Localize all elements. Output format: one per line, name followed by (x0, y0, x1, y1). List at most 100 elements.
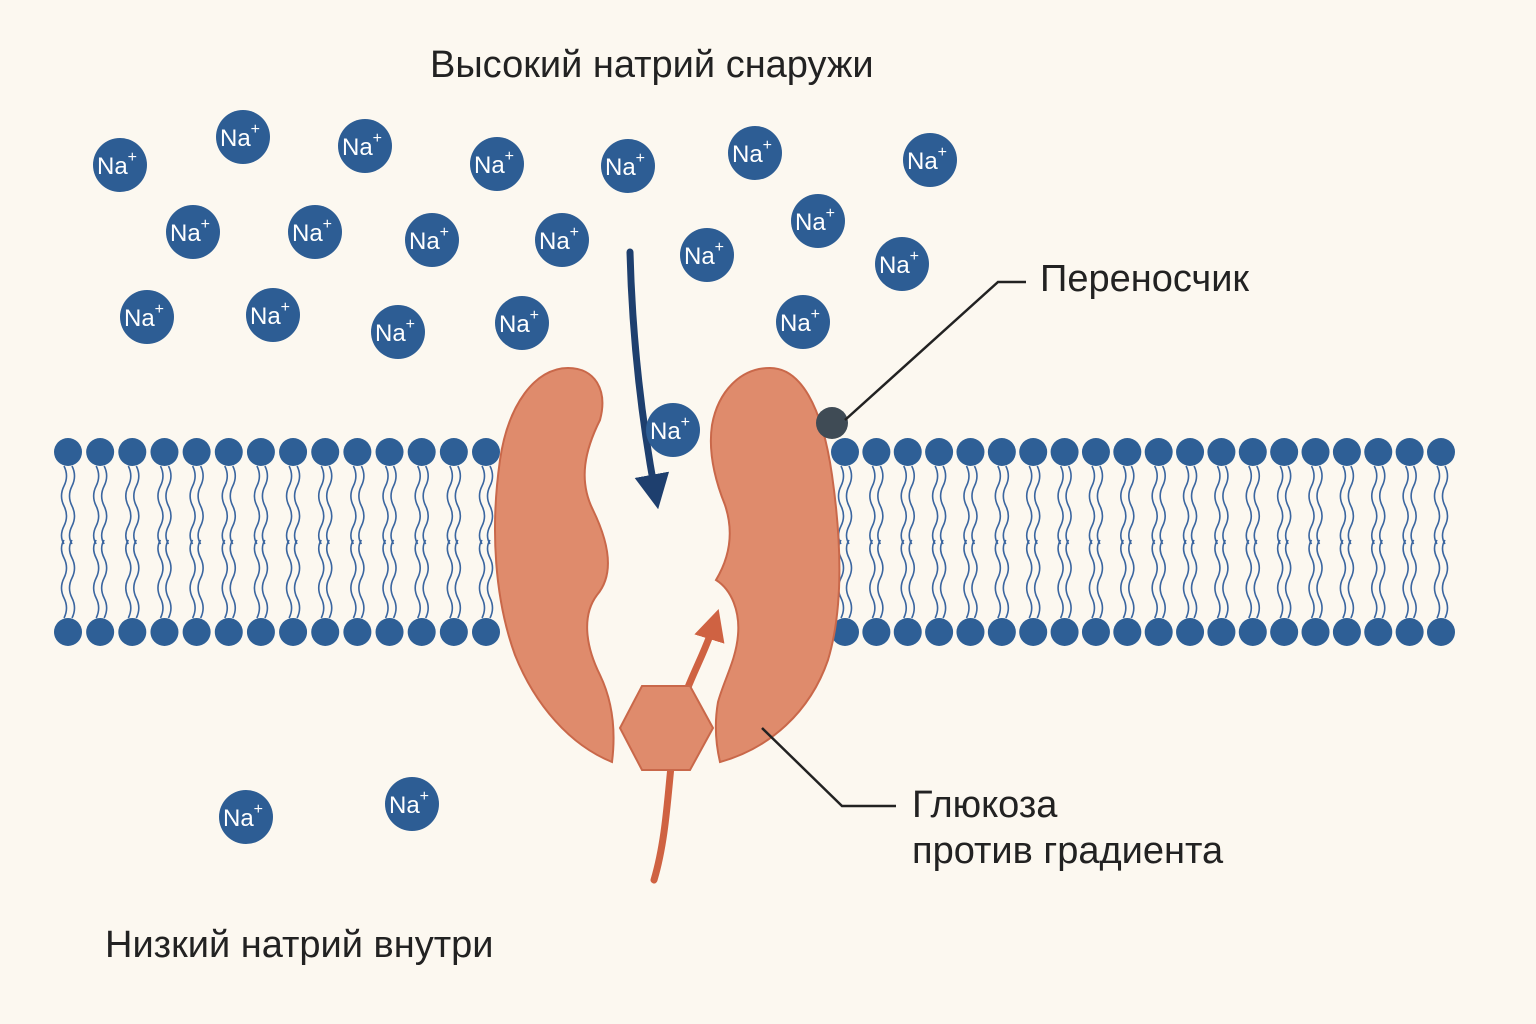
lipid-head (472, 438, 500, 466)
lipid-head (1176, 438, 1205, 466)
lipid-head (1113, 618, 1142, 646)
carrier-leader-line (844, 280, 1026, 421)
lipid-head (407, 438, 436, 466)
lipid-tail (1441, 539, 1449, 619)
carrier-protein (494, 366, 848, 764)
lipid-tail (1339, 465, 1347, 545)
lipid-tail (68, 465, 76, 545)
svg-text:Na+: Na+ (220, 121, 260, 152)
lipid-tail (317, 465, 325, 545)
sodium-ion: Na+ (680, 228, 734, 282)
lipid-head (1144, 438, 1173, 466)
sodium-ion: Na+ (216, 110, 270, 164)
lipid-head (1238, 618, 1267, 646)
lipid-tail (261, 465, 269, 545)
lipid-head (1270, 438, 1299, 466)
lipid-head (1019, 438, 1048, 466)
lipid-tail (92, 539, 100, 619)
lipid-tail (1370, 539, 1378, 619)
lipid-tail (285, 465, 293, 545)
glucose-label-line-1: Глюкоза (912, 784, 1058, 826)
glucose-label-line-2: против градиента (912, 830, 1224, 873)
lipid-tail (229, 465, 237, 545)
lipid-tail (1441, 465, 1449, 545)
sodium-ions: Na+Na+Na+Na+Na+Na+Na+Na+Na+Na+Na+Na+Na+N… (93, 110, 957, 844)
lipid-tail (1410, 539, 1417, 619)
lipid-head (311, 438, 340, 466)
lipid-tail (869, 465, 876, 545)
outside-label: Высокий натрий снаружи (430, 44, 874, 86)
carrier-marker-dot (816, 407, 848, 439)
glucose-label: Глюкоза против градиента (912, 782, 1223, 875)
lipid-tail (100, 465, 108, 545)
lipid-head (150, 618, 179, 646)
lipid-tail (422, 539, 429, 619)
lipid-bilayer (54, 438, 1455, 646)
sodium-ion: Na+ (288, 205, 342, 259)
lipid-tail (189, 539, 196, 619)
lipid-tail (1088, 465, 1096, 545)
lipid-tail (390, 539, 397, 619)
lipid-tail (1410, 465, 1417, 545)
sodium-ion: Na+ (875, 237, 929, 291)
lipid-tail (1245, 539, 1253, 619)
lipid-tail (261, 539, 269, 619)
lipid-tail (446, 539, 454, 619)
lipid-tail (1057, 465, 1064, 545)
lipid-tail (285, 539, 293, 619)
lipid-head (472, 618, 500, 646)
glucose-leader-line (761, 727, 896, 808)
lipid-tail (478, 465, 486, 545)
transport-arrows (618, 248, 725, 884)
lipid-tail (939, 539, 947, 619)
lipid-head (182, 618, 211, 646)
lipid-tail (414, 539, 421, 619)
sodium-ion: Na+ (93, 138, 147, 192)
lipid-head (1207, 438, 1236, 466)
lipid-tail (1316, 539, 1323, 619)
lipid-tail (1002, 539, 1010, 619)
lipid-tail (1214, 539, 1221, 619)
lipid-head (86, 438, 115, 466)
sodium-influx-arrow (626, 248, 670, 510)
lipid-tail (350, 539, 357, 619)
svg-text:Na+: Na+ (409, 224, 449, 255)
lipid-tail (877, 539, 884, 619)
lipid-head (407, 618, 436, 646)
lipid-tail (454, 465, 462, 545)
carrier-label: Переносчик (1040, 258, 1250, 300)
lipid-tail (1339, 539, 1347, 619)
lipid-tail (1182, 539, 1190, 619)
lipid-head (925, 438, 954, 466)
lipid-tail (325, 465, 333, 545)
lipid-head (182, 438, 211, 466)
lipid-tail (845, 465, 853, 545)
lipid-tail (963, 465, 970, 545)
sodium-ion: Na+ (246, 288, 300, 342)
lipid-tail (293, 539, 301, 619)
sodium-ion: Na+ (385, 777, 439, 831)
lipid-tail (390, 465, 397, 545)
lipid-head (1395, 618, 1424, 646)
lipid-tail (125, 465, 132, 545)
lipid-head (1050, 438, 1079, 466)
lipid-tail (92, 465, 100, 545)
lipid-tail (60, 539, 68, 619)
inside-label: Низкий натрий внутри (105, 924, 494, 966)
lipid-head (214, 438, 243, 466)
lipid-tail (1214, 465, 1221, 545)
glucose-hexagon (618, 685, 715, 771)
lipid-tail (350, 465, 357, 545)
lipid-head (1019, 618, 1048, 646)
lipid-head (375, 438, 404, 466)
svg-text:Na+: Na+ (907, 144, 947, 175)
lipid-tail (1057, 539, 1064, 619)
lipid-tail (963, 539, 970, 619)
lipid-tail (165, 539, 172, 619)
carrier-right-subunit (709, 366, 841, 764)
lipid-tail (165, 465, 172, 545)
lipid-tail (1433, 539, 1441, 619)
lipid-tail (908, 539, 916, 619)
lipid-tail (1402, 539, 1409, 619)
